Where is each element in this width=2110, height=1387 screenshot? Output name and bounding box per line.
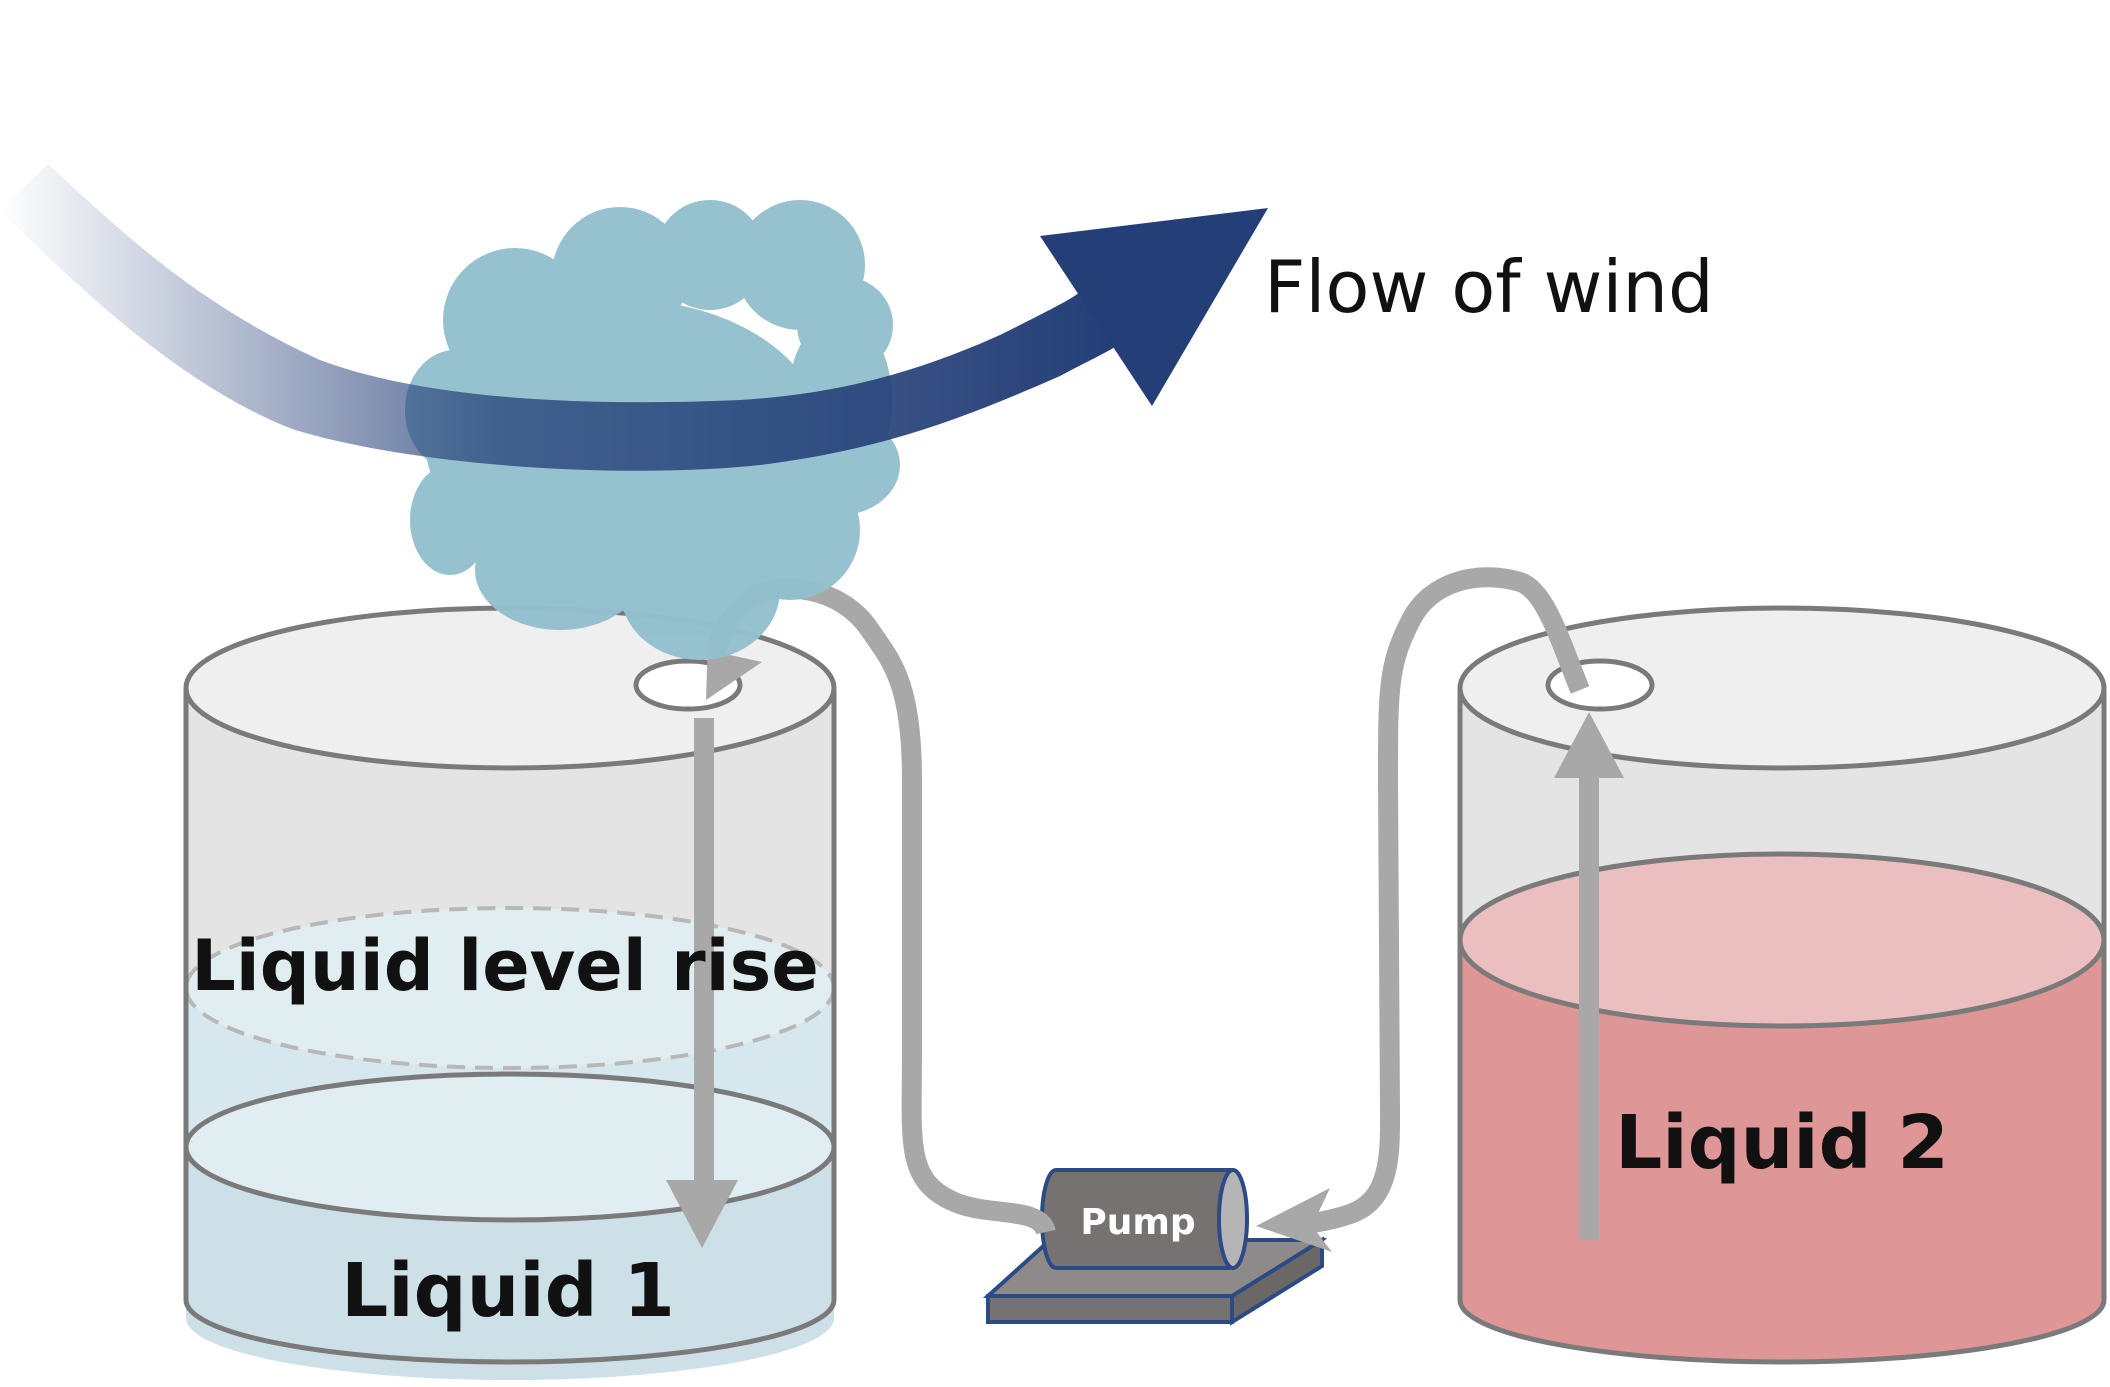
liquid-2-body <box>1460 940 2104 1362</box>
liquid-1-surface <box>183 1071 837 1223</box>
vapor-cloud <box>405 200 900 660</box>
wind-arrow <box>0 164 1268 471</box>
pipes <box>694 567 1599 1240</box>
liquid-1-label: Liquid 1 <box>341 1248 675 1334</box>
pump-base-front <box>986 1294 1234 1324</box>
tank-1-outline <box>183 690 837 1365</box>
arrow-down-tank-1-icon <box>666 1180 738 1248</box>
pump: Pump <box>982 1168 1328 1326</box>
pump-label: Pump <box>1080 1202 1195 1243</box>
wind-label: Flow of wind <box>1264 245 1714 329</box>
liquid-2-surface <box>1457 851 2107 1029</box>
wind-arrow-head-icon <box>1040 208 1268 406</box>
wind-arrow-shaft <box>0 164 1115 471</box>
pipe-tank-2-to-pump <box>1288 567 1590 1236</box>
tank-2-lid <box>1457 605 2107 771</box>
liquid-2-label: Liquid 2 <box>1615 1100 1949 1186</box>
tank-2 <box>1457 605 2107 1365</box>
liquid-level-rise-label: Liquid level rise <box>191 925 819 1007</box>
tank-2-outline <box>1457 690 2107 1365</box>
arrow-into-pump-icon <box>1256 1188 1332 1252</box>
pump-end-cap <box>1217 1168 1249 1270</box>
arrow-up-tank-2-icon <box>1554 712 1624 778</box>
